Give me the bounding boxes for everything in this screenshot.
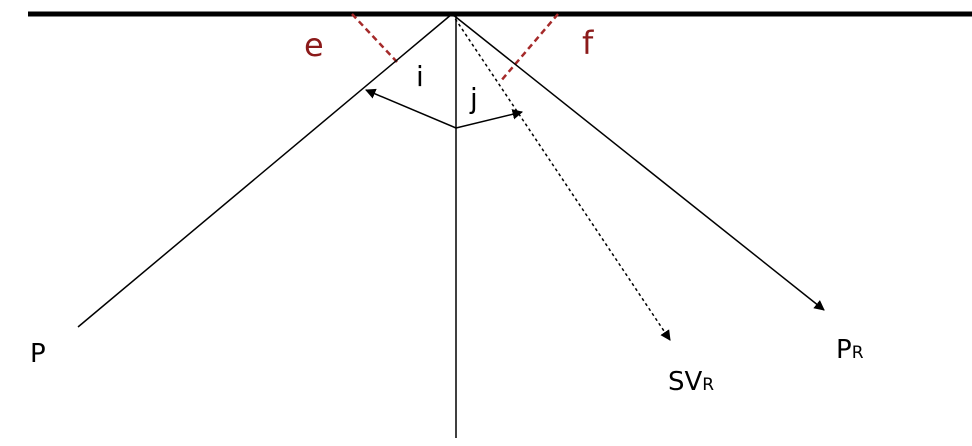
label-j: j (469, 82, 478, 115)
label-p: P (30, 339, 46, 369)
dashed-line-f (499, 13, 559, 83)
label-f: f (582, 24, 594, 62)
label-pr-sub: R (852, 343, 864, 363)
label-svr-sub: R (702, 375, 714, 395)
incident-ray-p (77, 13, 453, 328)
angle-j-arrow (455, 109, 524, 129)
reflected-ray-pr (451, 13, 825, 311)
angle-i-arrow (365, 88, 457, 129)
label-svr-base: SV (668, 367, 703, 397)
label-e: e (304, 26, 324, 64)
label-i: i (416, 60, 424, 93)
dashed-line-e (351, 13, 398, 63)
label-pr: PR (836, 335, 864, 365)
reflected-ray-svr (451, 13, 671, 341)
label-pr-base: P (836, 335, 852, 365)
label-svr: SVR (668, 367, 714, 397)
